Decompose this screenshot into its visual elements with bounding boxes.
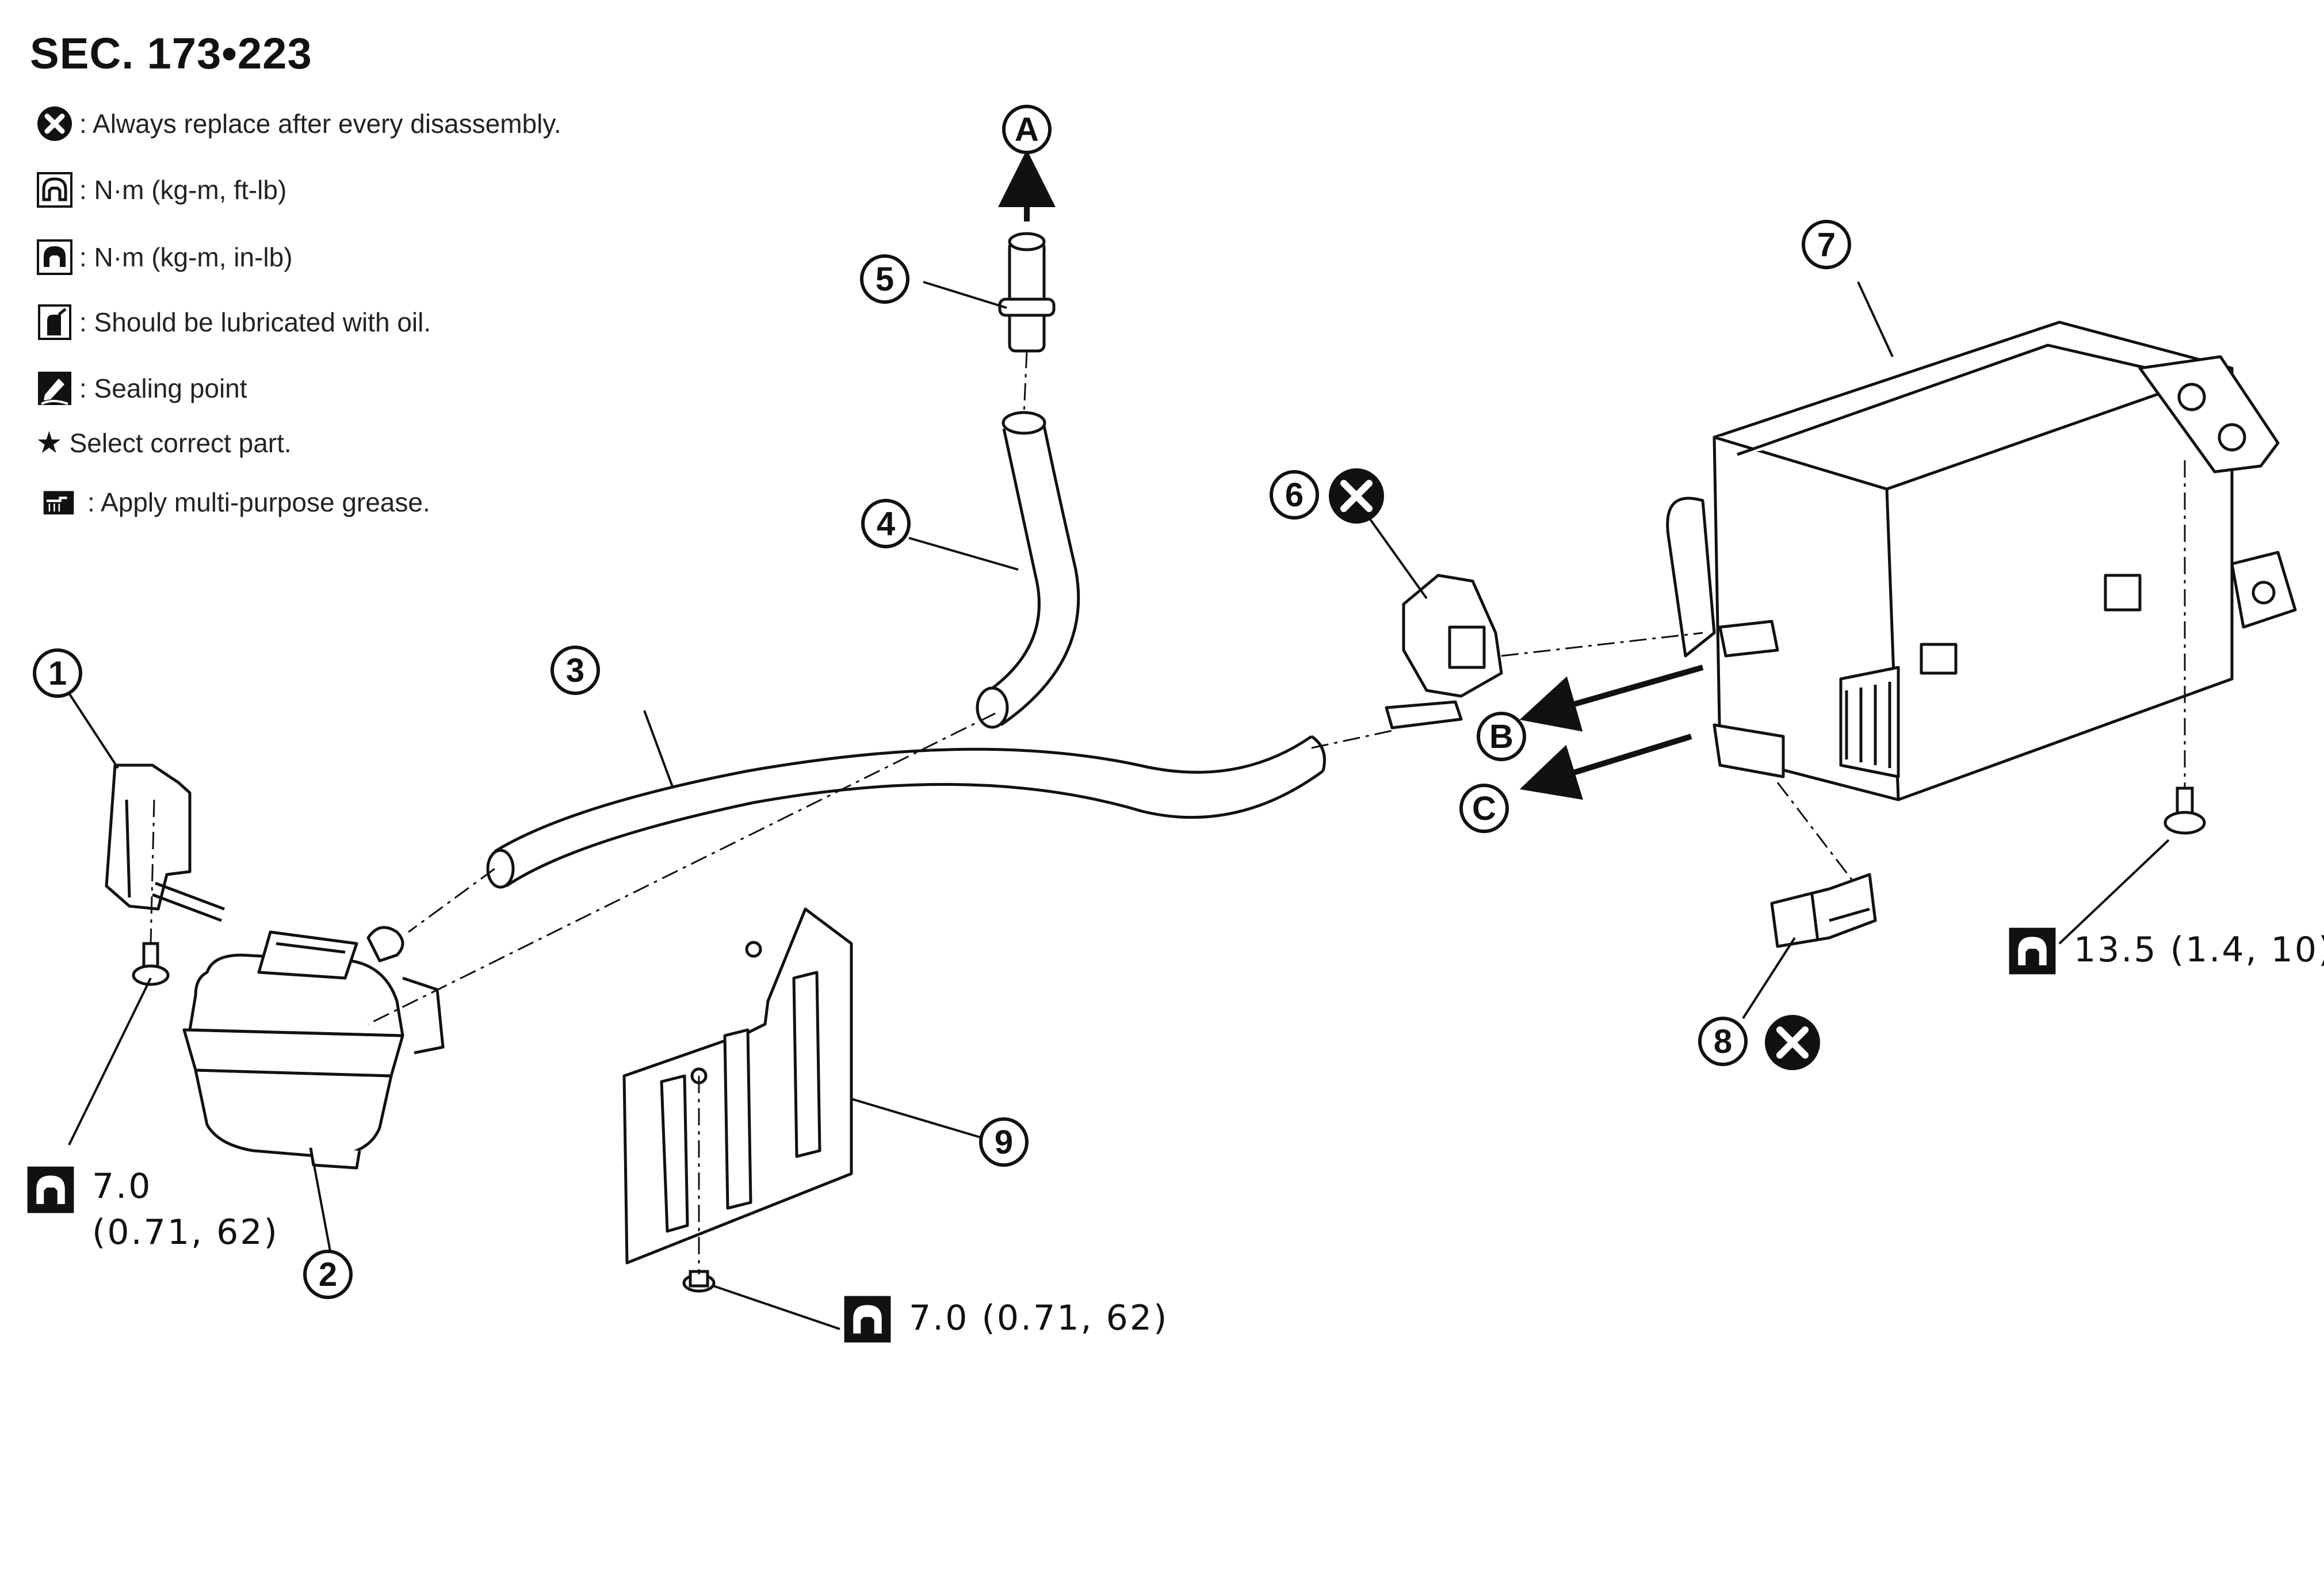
legend-text-torque-inlb: : N·m (kg-m, in-lb) bbox=[79, 242, 293, 272]
legend-text-sealing: : Sealing point bbox=[79, 373, 247, 403]
replace-x-icon-part6 bbox=[1329, 468, 1384, 524]
torque-wrench-ftlb-icon bbox=[37, 172, 72, 208]
callout-5: 5 bbox=[860, 254, 909, 304]
part-hose-main bbox=[486, 735, 1326, 889]
leader-lines bbox=[68, 281, 2170, 1330]
part-bracket bbox=[105, 763, 225, 922]
torque-value-canister: 13.5 (1.4, 10) bbox=[2074, 930, 2324, 970]
legend-text-oil: : Should be lubricated with oil. bbox=[79, 307, 431, 337]
callout-label-b: B bbox=[1489, 718, 1513, 755]
callout-label-a: A bbox=[1015, 111, 1039, 148]
callout-2: 2 bbox=[303, 1250, 353, 1299]
grease-icon bbox=[43, 491, 74, 515]
callout-label-1: 1 bbox=[48, 655, 67, 692]
callout-1: 1 bbox=[33, 648, 82, 698]
torque-value-bracket-line2: (0.71, 62) bbox=[92, 1212, 279, 1253]
legend-row-torque-ftlb: : N·m (kg-m, ft-lb) bbox=[36, 167, 286, 213]
callout-8: 8 bbox=[1698, 1017, 1748, 1066]
direction-arrows bbox=[998, 150, 1704, 800]
alignment-lines bbox=[150, 350, 2186, 1274]
replace-x-icon-part8 bbox=[1765, 1015, 1820, 1070]
part-electrical-connector bbox=[1770, 873, 1877, 948]
legend-text-torque-ftlb: : N·m (kg-m, ft-lb) bbox=[79, 175, 287, 205]
callout-4: 4 bbox=[861, 499, 911, 548]
callout-3: 3 bbox=[551, 646, 600, 695]
part-valve-bracket bbox=[1385, 574, 1503, 730]
star-icon: ★ bbox=[36, 426, 63, 460]
torque-value-shield: 7.0 (0.71, 62) bbox=[909, 1298, 1169, 1338]
callout-label-c: C bbox=[1472, 790, 1496, 827]
fastener-bolt-canister bbox=[2164, 786, 2206, 835]
torque-wrench-inlb-icon bbox=[844, 1296, 891, 1343]
part-drain-filter bbox=[182, 926, 445, 1170]
callout-label-6: 6 bbox=[1285, 476, 1304, 514]
callout-7: 7 bbox=[1802, 220, 1851, 269]
legend-row-torque-inlb: : N·m (kg-m, in-lb) bbox=[36, 234, 293, 280]
torque-wrench-inlb-icon bbox=[27, 1166, 74, 1213]
part-hose-upper bbox=[976, 411, 1080, 729]
torque-wrench-ftlb-icon bbox=[2009, 927, 2056, 975]
callout-6: 6 bbox=[1270, 470, 1319, 520]
legend-row-oil: : Should be lubricated with oil. bbox=[36, 299, 431, 345]
callout-label-3: 3 bbox=[566, 652, 584, 689]
callout-label-8: 8 bbox=[1714, 1023, 1732, 1060]
oil-can-icon bbox=[38, 304, 71, 340]
torque-value-bracket-line1: 7.0 bbox=[92, 1166, 152, 1206]
legend-row-sealing: : Sealing point bbox=[36, 365, 247, 411]
sealing-point-icon bbox=[38, 372, 71, 405]
callout-b: B bbox=[1477, 712, 1526, 761]
replace-x-icon bbox=[37, 106, 72, 141]
callout-label-9: 9 bbox=[995, 1124, 1013, 1161]
callout-9: 9 bbox=[979, 1117, 1029, 1167]
torque-wrench-inlb-icon bbox=[37, 239, 72, 275]
part-heat-shield bbox=[622, 907, 853, 1265]
callout-a: A bbox=[1002, 105, 1052, 154]
callout-group: 1 2 3 4 5 6 7 8 9 A BC bbox=[33, 105, 1851, 1299]
part-connector-tube bbox=[998, 232, 1056, 353]
legend-row-grease: : Apply multi-purpose grease. bbox=[36, 479, 430, 525]
callout-label-2: 2 bbox=[319, 1256, 337, 1293]
legend-row-select: ★ Select correct part. bbox=[36, 420, 292, 466]
section-title: SEC. 173•223 bbox=[30, 29, 312, 78]
callout-label-5: 5 bbox=[876, 261, 894, 298]
legend-row-replace: : Always replace after every disassembly… bbox=[36, 101, 561, 147]
legend-text-select: Select correct part. bbox=[69, 428, 292, 458]
legend-text-replace: : Always replace after every disassembly… bbox=[79, 109, 561, 139]
fastener-nut-shield bbox=[682, 1270, 716, 1293]
legend-text-grease: : Apply multi-purpose grease. bbox=[87, 487, 430, 517]
callout-label-4: 4 bbox=[877, 505, 895, 543]
fastener-bolt-bracket bbox=[132, 942, 170, 986]
callout-c: C bbox=[1459, 784, 1509, 833]
callout-label-7: 7 bbox=[1817, 226, 1836, 264]
part-evap-canister bbox=[1666, 320, 2297, 801]
